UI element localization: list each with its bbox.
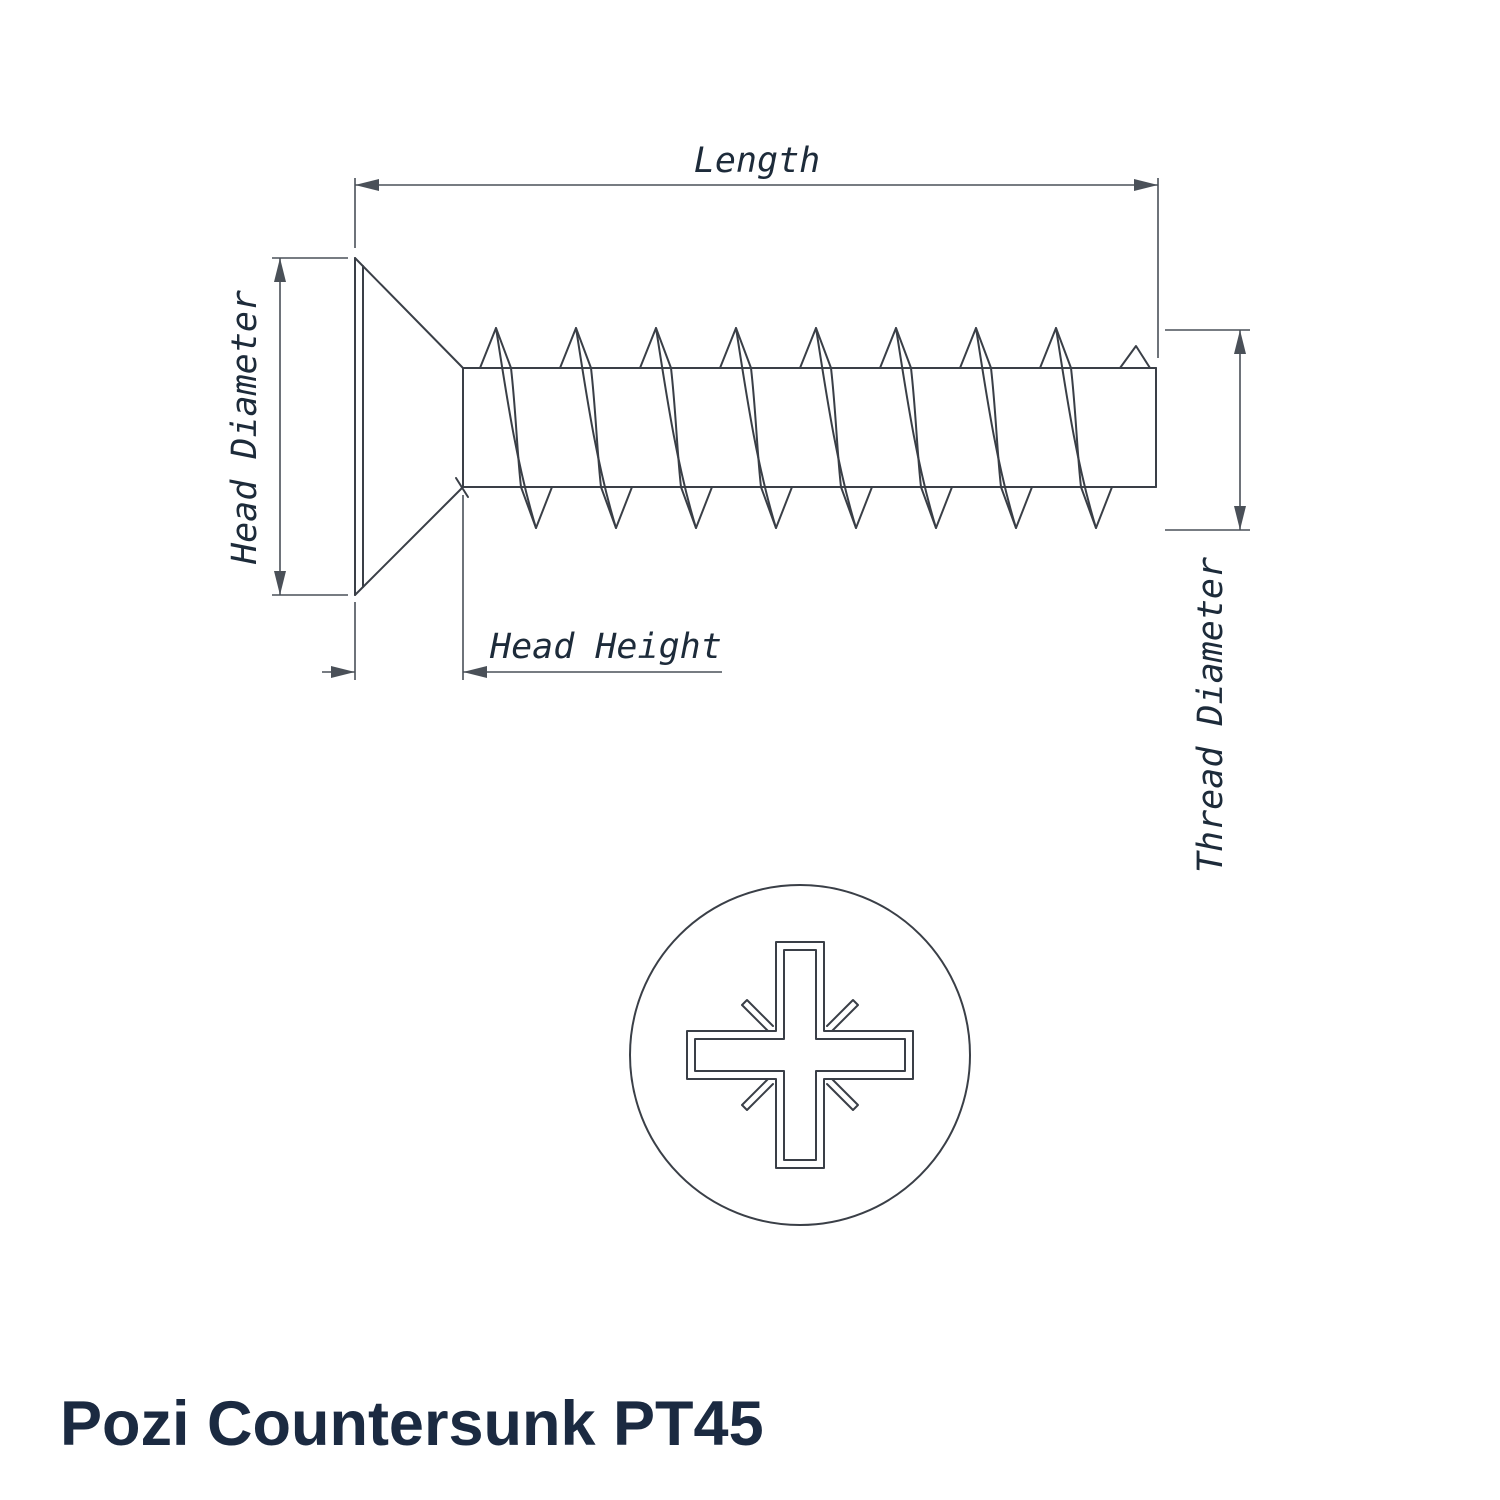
screw-side-view: Length Head Diameter Head Height — [225, 141, 1250, 873]
pozi-cross-inner — [694, 949, 906, 1161]
head-diameter-label: Head Diameter — [225, 290, 265, 565]
page-title: Pozi Countersunk PT45 — [60, 1389, 764, 1459]
threaded-shank — [462, 327, 1157, 529]
countersunk-head — [354, 257, 469, 596]
head-height-label: Head Height — [489, 627, 722, 667]
thread-diameter-label: Thread Diameter — [1191, 557, 1231, 873]
dimension-length: Length — [354, 141, 1159, 358]
dimension-thread-diameter: Thread Diameter — [1165, 329, 1250, 873]
dimension-head-diameter: Head Diameter — [225, 257, 348, 596]
head-outline-circle — [629, 884, 971, 1226]
dimension-head-height: Head Height — [322, 495, 722, 680]
screw-head-front-view — [629, 884, 971, 1226]
pozi-tick-marks — [741, 999, 859, 1111]
pozi-cross-outer — [686, 941, 914, 1169]
length-label: Length — [694, 141, 820, 181]
